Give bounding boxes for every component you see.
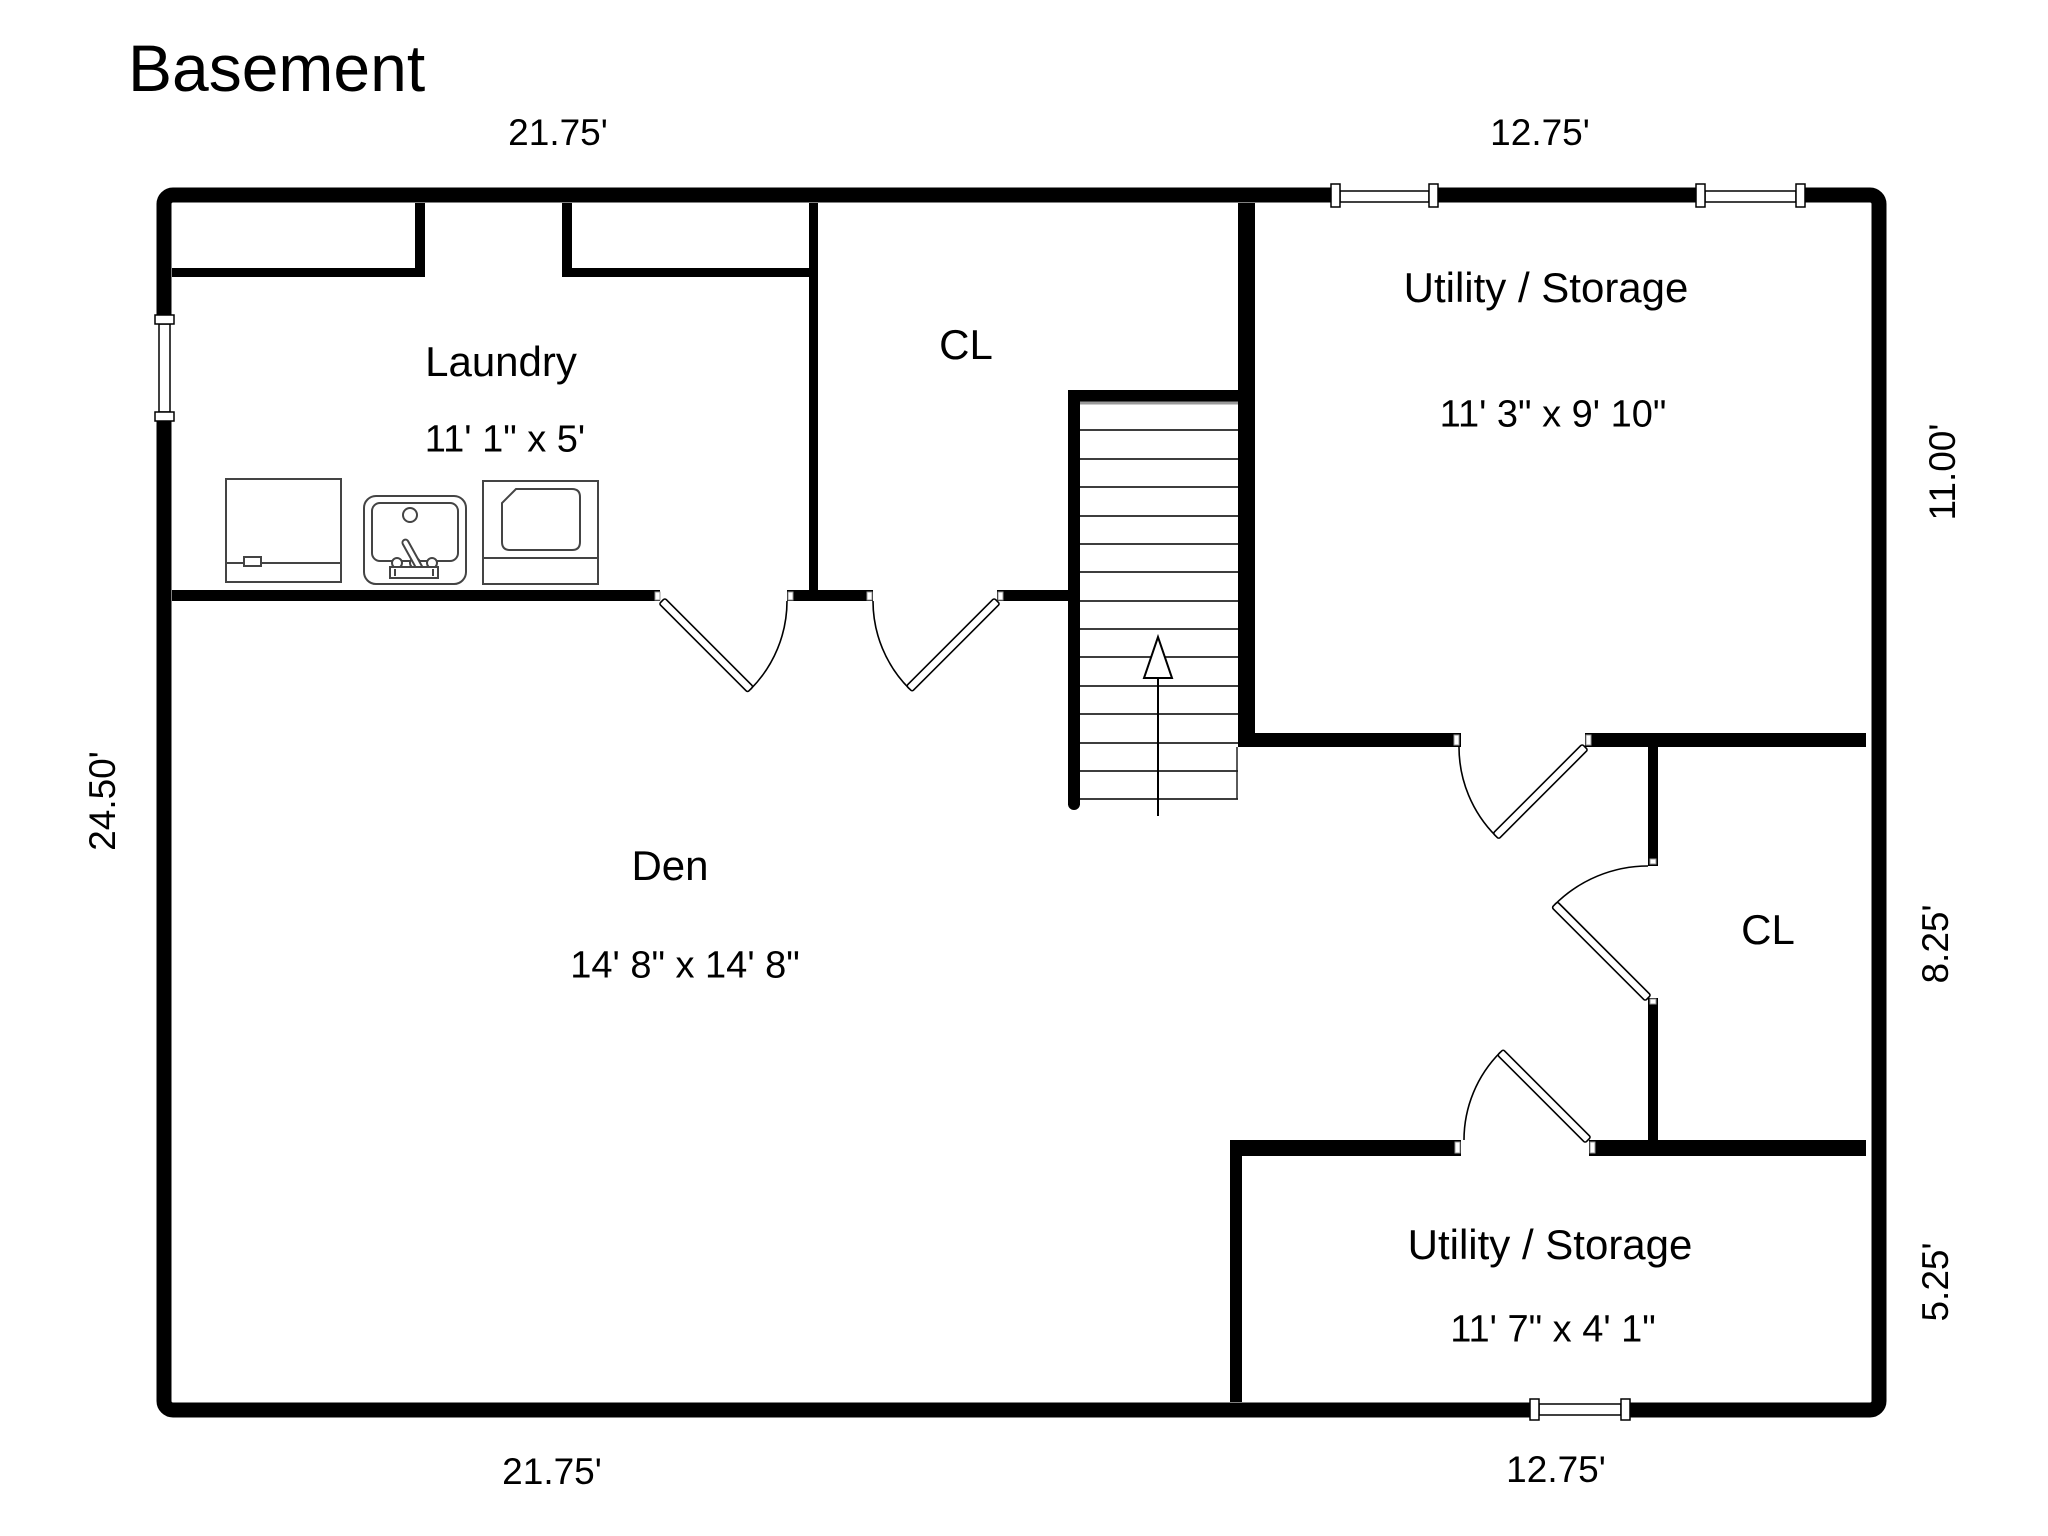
dim-top-right: 12.75' xyxy=(1490,112,1590,153)
door-leaf xyxy=(1493,744,1588,839)
wall-laundry-niche-right xyxy=(572,268,809,277)
wall-between-doors xyxy=(787,590,873,601)
laundry-fixtures xyxy=(225,478,599,585)
room-size-laundry: 11' 1" x 5' xyxy=(424,418,586,461)
window-bottom xyxy=(1529,1398,1631,1421)
wall-utility-south-left xyxy=(1255,733,1461,747)
dim-left: 24.50' xyxy=(82,751,123,851)
door-leaf xyxy=(1497,1049,1591,1143)
room-size-utility-bottom: 11' 7" x 4' 1" xyxy=(1450,1308,1656,1351)
wall-niche-stub-1 xyxy=(415,203,425,277)
window-top-1 xyxy=(1330,183,1439,208)
dim-right-middle: 8.25' xyxy=(1915,904,1956,984)
staircase xyxy=(1080,401,1238,816)
wall-cl-south xyxy=(997,590,1068,601)
room-label-utility-top: Utility / Storage xyxy=(1403,264,1689,311)
wall-bottomroom-west xyxy=(1230,1140,1242,1402)
door-laundry xyxy=(659,598,788,693)
door-jambs xyxy=(654,591,1657,1154)
wall-stair-top xyxy=(1068,390,1238,402)
window-west xyxy=(154,314,175,422)
dryer-icon xyxy=(482,480,599,585)
room-size-utility-top: 11' 3" x 9' 10" xyxy=(1439,393,1667,436)
dim-bottom-right: 12.75' xyxy=(1506,1449,1606,1490)
room-size-den: 14' 8" x 14' 8" xyxy=(570,944,800,987)
room-label-utility-bottom: Utility / Storage xyxy=(1407,1221,1693,1268)
doors xyxy=(659,598,1651,1143)
door-leaf xyxy=(659,598,754,693)
laundry-sink-icon xyxy=(363,495,467,585)
wall-bottomroom-north-left xyxy=(1230,1140,1461,1156)
wall-niche-stub-2 xyxy=(562,203,572,277)
room-label-den: Den xyxy=(631,842,709,889)
windows xyxy=(154,183,1806,1421)
window-top-2 xyxy=(1695,183,1806,208)
door-utility-top xyxy=(1458,744,1588,839)
dim-top-left: 21.75' xyxy=(508,112,608,153)
dim-right-bottom: 5.25' xyxy=(1915,1242,1956,1322)
wall-utility-south-right xyxy=(1585,733,1866,747)
dim-bottom-left: 21.75' xyxy=(502,1451,602,1492)
wall-laundry-niche-left xyxy=(172,268,415,277)
room-label-cl-right: CL xyxy=(1741,906,1795,953)
wall-bottomroom-north-right xyxy=(1589,1140,1866,1156)
wall-laundry-south xyxy=(172,590,660,601)
page-title: Basement xyxy=(128,31,426,105)
exterior-wall-outline xyxy=(156,187,1887,1418)
interior-walls xyxy=(172,203,1866,1402)
dim-right-top: 11.00' xyxy=(1922,423,1963,521)
wall-stair-left-cap xyxy=(1068,798,1080,810)
door-cl-top xyxy=(872,598,1000,692)
wall-stair-left xyxy=(1068,390,1080,805)
wall-stair-right xyxy=(1238,203,1255,747)
door-cl-right xyxy=(1551,865,1651,1001)
room-label-cl-top: CL xyxy=(939,321,993,368)
door-leaf xyxy=(1551,901,1651,1001)
wall-laundry-cl-divider xyxy=(809,203,818,601)
wall-cl-right-lower xyxy=(1648,998,1658,1140)
stair-up-arrow-icon xyxy=(1142,633,1174,816)
door-leaf xyxy=(906,598,1000,692)
room-label-laundry: Laundry xyxy=(425,338,577,385)
washer-icon xyxy=(225,478,342,583)
door-utility-bottom xyxy=(1463,1049,1591,1143)
wall-cl-right-upper xyxy=(1648,747,1658,866)
